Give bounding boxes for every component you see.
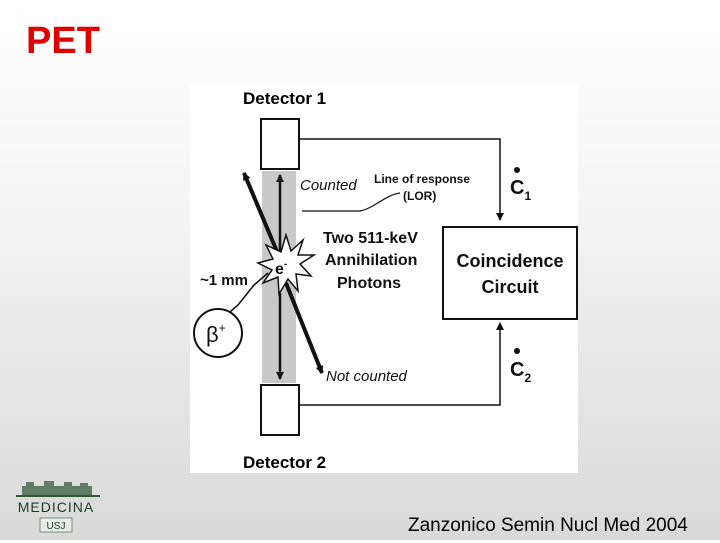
c2-dot — [514, 348, 520, 354]
positron-label: β+ — [206, 321, 226, 347]
photon-not-counted-arrow — [284, 282, 324, 374]
pet-diagram-svg: Detector 1 Detector 2 e- β+ ~1 mm Counte… — [190, 83, 578, 473]
lor-label-line2: (LOR) — [403, 189, 436, 203]
slide-title: PET — [26, 20, 100, 62]
medicina-logo: MEDICINA USJ — [6, 478, 106, 538]
detector-1-label: Detector 1 — [243, 89, 326, 108]
annihilation-burst-icon — [255, 232, 317, 297]
photons-label-line2: Annihilation — [325, 252, 417, 269]
lor-leader-line — [302, 192, 401, 212]
c1-label: C1 — [510, 177, 531, 203]
signal-line-detector-2 — [299, 322, 504, 406]
c2-label: C2 — [510, 359, 531, 385]
positron-track — [221, 272, 269, 320]
c1-dot — [514, 167, 520, 173]
coincidence-label-line1: Coincidence — [456, 251, 563, 271]
not-counted-label: Not counted — [326, 368, 408, 385]
medicina-logo-svg: MEDICINA USJ — [16, 481, 100, 533]
photons-label-line3: Photons — [337, 275, 401, 292]
counted-label: Counted — [300, 177, 357, 194]
pet-diagram: Detector 1 Detector 2 e- β+ ~1 mm Counte… — [190, 83, 578, 473]
detector-2-label: Detector 2 — [243, 453, 326, 472]
logo-name: MEDICINA — [18, 499, 94, 515]
distance-label: ~1 mm — [200, 272, 248, 289]
citation: Zanzonico Semin Nucl Med 2004 — [408, 515, 688, 536]
coincidence-label-line2: Circuit — [481, 277, 538, 297]
logo-sub: USJ — [47, 521, 66, 532]
lor-label-line1: Line of response — [374, 172, 470, 186]
signal-line-detector-1 — [299, 138, 504, 221]
detector-1-box — [260, 118, 300, 170]
electron-label: e- — [275, 259, 287, 278]
logo-building — [22, 486, 92, 496]
photons-label-line1: Two 511-keV — [323, 230, 418, 247]
positron-circle — [193, 308, 243, 358]
detector-2-box — [260, 384, 300, 436]
coincidence-circuit-box — [442, 226, 578, 320]
